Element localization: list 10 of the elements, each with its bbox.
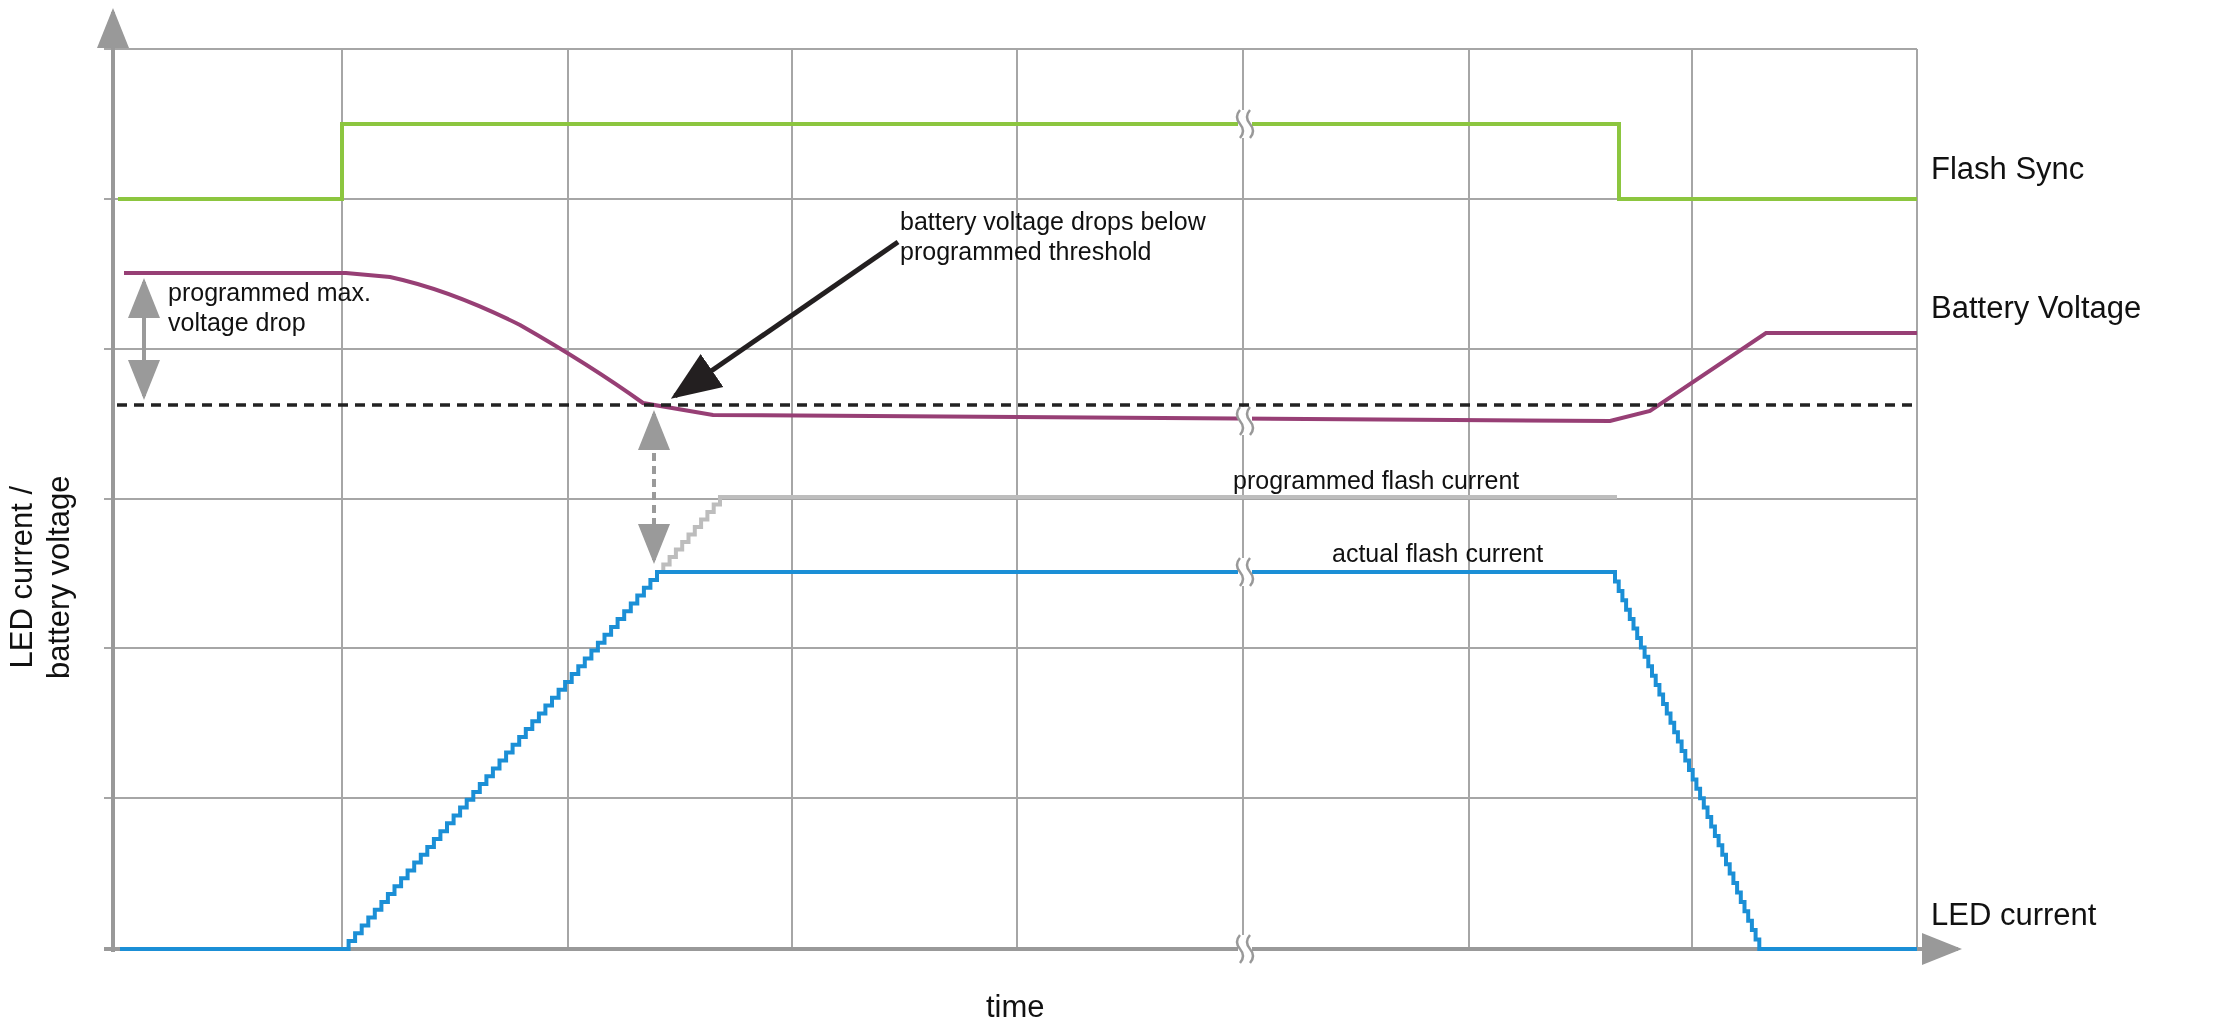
annotation-text: programmed max. voltage drop [168,277,372,337]
leader-line [670,239,900,399]
signal-label: Battery Voltage [1931,289,2142,327]
annotation-text: battery voltage drops below programmed threshold [900,206,1230,266]
axis-title: time [986,988,1045,1026]
annotation-text: actual flash current [1332,538,1544,568]
signal-label: Flash Sync [1931,150,2085,188]
axis-title: LED current / battery voltage [2,474,77,681]
annotation-text: programmed flash current [1233,465,1520,495]
signal-label: LED current [1931,896,2097,934]
